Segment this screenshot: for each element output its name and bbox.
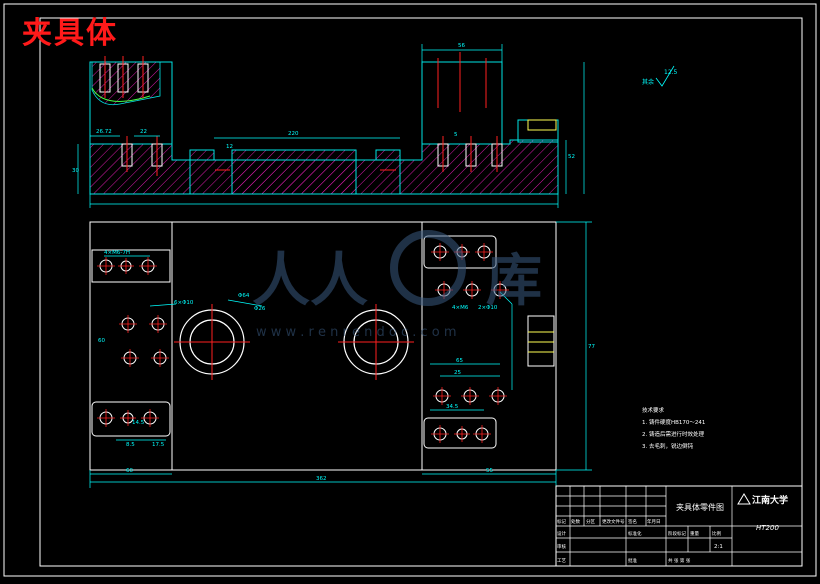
middle-left-block xyxy=(189,159,233,195)
col-label: 审核 xyxy=(557,543,566,550)
col-label: 工艺 xyxy=(557,558,566,564)
watermark-circle xyxy=(390,230,466,306)
dim-220: 220 xyxy=(288,131,299,137)
dim-22: 22 xyxy=(140,129,147,135)
dim-14-5: 14.5 xyxy=(132,420,145,426)
hole-spec-3: Φ64 xyxy=(238,293,250,299)
outer-frame xyxy=(3,3,817,577)
slot-bottom-right xyxy=(423,417,497,449)
dim-362: 362 xyxy=(316,476,327,482)
tech-line-2: 2. 铸造后需进行时效处理 xyxy=(642,430,704,438)
inner-frame xyxy=(39,17,803,567)
watermark-chars: 人人 xyxy=(252,246,368,314)
dim-52: 52 xyxy=(568,154,575,160)
dim-17-5: 17.5 xyxy=(152,442,165,448)
col-label: 标准化 xyxy=(628,530,642,537)
row-label: 标记 xyxy=(557,518,566,525)
watermark: 人人 库 w w w . r e n r e n d o c . c o m xyxy=(252,230,542,340)
slot-bottom-left xyxy=(91,401,171,437)
dim-8-5: 8.5 xyxy=(126,442,135,448)
col-label: 批准 xyxy=(628,557,637,564)
dim-56: 56 xyxy=(458,43,465,49)
dim-34-5: 34.5 xyxy=(446,404,459,410)
dim-12: 12 xyxy=(226,144,233,150)
title-block: 夹具体零件图 江南大学 HT200 2:1 标记 处数 分区 更改文件号 签名 … xyxy=(555,485,803,567)
plan-side-block xyxy=(527,315,555,367)
stage-label: 比例 xyxy=(712,530,721,537)
dim-65: 65 xyxy=(456,358,463,364)
scale: 2:1 xyxy=(714,544,723,550)
row-label: 签名 xyxy=(628,518,637,525)
small-holes xyxy=(97,243,509,443)
dim-5: 5 xyxy=(454,132,458,138)
technical-requirements: 技术要求 1. 铸件硬度HB170～241 2. 铸造后需进行时效处理 3. 去… xyxy=(642,406,705,450)
dim-60-left: 60 xyxy=(98,338,105,344)
roughness-symbol: 其余 12.5 xyxy=(642,65,678,87)
roughness-other: 其余 xyxy=(642,78,654,86)
title-block-grid xyxy=(556,486,802,566)
part-name: 夹具体零件图 xyxy=(676,502,724,512)
dim-30: 30 xyxy=(72,168,79,174)
stage-label: 阶段标记 xyxy=(668,530,686,537)
right-side-block xyxy=(517,119,559,143)
tech-line-3: 3. 去毛刺，锐边倒钝 xyxy=(642,442,693,450)
right-side-slot xyxy=(527,119,557,131)
dim-26-72: 26.72 xyxy=(96,129,112,135)
watermark-url: w w w . r e n r e n d o c . c o m xyxy=(256,325,457,340)
right-upright xyxy=(421,61,503,145)
plan-dimensions xyxy=(89,221,592,488)
watermark-tail: 库 xyxy=(486,249,542,314)
row-label: 年月日 xyxy=(647,518,661,525)
front-dimensions xyxy=(77,44,585,208)
roughness-value: 12.5 xyxy=(664,69,678,76)
left-upright-centerlines xyxy=(104,56,144,98)
dim-77: 77 xyxy=(588,344,595,350)
row-label: 处数 xyxy=(571,518,580,525)
sheet-label: 共 张 第 张 xyxy=(668,557,691,564)
col-label: 设计 xyxy=(557,530,566,537)
middle-right-block xyxy=(355,159,401,195)
material: HT200 xyxy=(756,524,779,532)
left-cut-curve xyxy=(91,87,151,102)
hole-spec-5: 4×M6 xyxy=(452,305,469,311)
bore-centerlines xyxy=(174,304,414,380)
dim-55: 55 xyxy=(486,468,493,474)
university-name: 江南大学 xyxy=(752,494,788,506)
plan-outline xyxy=(89,221,557,471)
dim-60-bottom: 60 xyxy=(126,468,133,474)
middle-recess xyxy=(231,159,357,195)
roughness-check-icon xyxy=(655,65,675,87)
stage-label: 重量 xyxy=(690,530,699,537)
title-row-labels: 标记 处数 分区 更改文件号 签名 年月日 设计 审核 工艺 标准化 批准 阶段… xyxy=(557,518,721,564)
hole-spec-1: 4×M6-7H xyxy=(104,250,130,256)
base-hole-centerlines xyxy=(126,136,498,176)
front-dim-labels: 26.72 22 220 56 12 30 52 5 xyxy=(72,43,575,174)
hole-spec-2: 6×Φ10 xyxy=(174,300,194,306)
plan-dim-labels: 362 60 55 77 65 25 34.5 14.5 8.5 17.5 4×… xyxy=(98,250,595,482)
tech-heading: 技术要求 xyxy=(642,406,665,414)
slot-top-left xyxy=(91,249,171,283)
right-upright-centerlines xyxy=(437,52,487,112)
university-logo-icon xyxy=(737,493,751,505)
row-label: 更改文件号 xyxy=(602,518,625,525)
tech-line-1: 1. 铸件硬度HB170～241 xyxy=(642,418,705,426)
plan-view: 362 60 55 77 65 25 34.5 14.5 8.5 17.5 4×… xyxy=(89,221,595,488)
row-label: 分区 xyxy=(586,518,595,525)
drawing-banner-title: 夹具体 xyxy=(22,16,118,51)
front-section-view: 26.72 22 220 56 12 30 52 5 xyxy=(72,43,585,208)
hole-spec-6: 2×Φ10 xyxy=(478,305,498,311)
dim-25: 25 xyxy=(454,370,461,376)
plan-side-block-lines xyxy=(528,331,554,353)
hole-spec-4: Φ26 xyxy=(254,306,266,312)
